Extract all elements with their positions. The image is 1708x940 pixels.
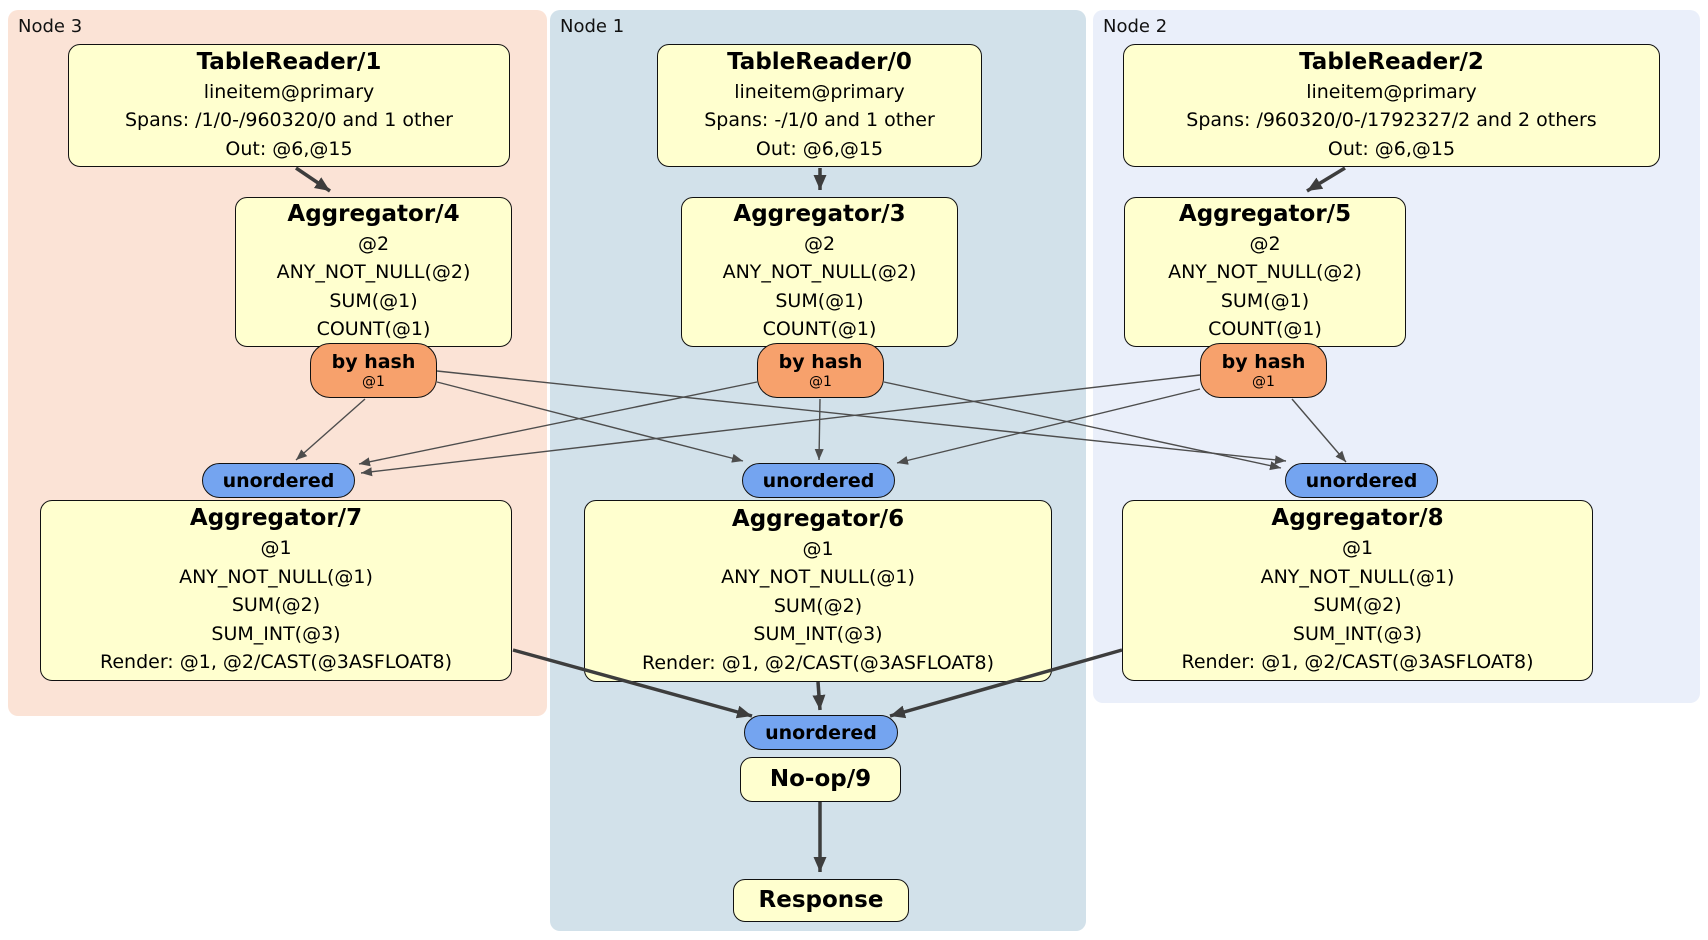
processor-title: Aggregator/7 [189,505,363,532]
processor-detail-line: Render: @1, @2/CAST(@3ASFLOAT8) [642,651,994,674]
stream-label: unordered [1305,469,1418,492]
processor-title: Aggregator/6 [731,505,905,532]
processor-title: No-op/9 [769,765,872,792]
processor-detail-line: SUM(@2) [231,594,321,617]
processor-detail-line: lineitem@primary [1306,80,1477,103]
processor-title: Aggregator/4 [287,201,460,228]
processor-detail-line: lineitem@primary [734,80,905,103]
processor-aggregator-8: Aggregator/8 @1 ANY_NOT_NULL(@1) SUM(@2)… [1122,500,1593,681]
processor-tablereader-1: TableReader/1 lineitem@primary Spans: /1… [68,44,510,167]
processor-detail-line: @2 [357,232,390,255]
stream-label: unordered [762,469,875,492]
stream-unordered-node3: unordered [202,463,355,498]
processor-aggregator-6: Aggregator/6 @1 ANY_NOT_NULL(@1) SUM(@2)… [584,500,1052,682]
processor-detail-line: Spans: /1/0-/960320/0 and 1 other [125,109,453,132]
processor-detail-line: COUNT(@1) [762,318,877,341]
processor-detail-line: ANY_NOT_NULL(@2) [1168,261,1362,284]
router-label: by hash [778,350,863,373]
processor-detail-line: ANY_NOT_NULL(@2) [722,261,917,284]
stream-label: unordered [222,469,335,492]
processor-detail-line: @1 [1341,537,1374,560]
processor-detail-line: ANY_NOT_NULL(@2) [276,261,471,284]
processor-detail-line: Spans: -/1/0 and 1 other [704,109,935,132]
processor-detail-line: SUM_INT(@3) [1292,622,1423,645]
processor-detail-line: SUM(@2) [773,594,863,617]
processor-detail-line: Out: @6,@15 [1327,137,1456,160]
processor-detail-line: SUM(@1) [329,289,418,312]
stream-unordered-final: unordered [744,715,898,750]
processor-aggregator-5: Aggregator/5 @2 ANY_NOT_NULL(@2) SUM(@1)… [1124,197,1406,347]
stream-unordered-node2: unordered [1285,463,1438,498]
processor-title: Response [758,886,884,913]
processor-title: Aggregator/8 [1271,505,1444,532]
processor-title: TableReader/1 [196,48,382,75]
processor-title: TableReader/2 [1299,48,1484,75]
processor-detail-line: ANY_NOT_NULL(@1) [179,565,373,588]
processor-detail-line: ANY_NOT_NULL(@1) [721,566,915,589]
processor-detail-line: SUM(@1) [775,289,864,312]
router-detail: @1 [362,373,385,390]
processor-detail-line: @2 [1249,232,1281,255]
processor-detail-line: @2 [803,232,836,255]
router-label: by hash [1221,350,1306,373]
processor-detail-line: lineitem@primary [203,80,375,103]
router-label: by hash [331,350,416,373]
node-panel-label: Node 3 [18,16,83,37]
processor-aggregator-7: Aggregator/7 @1 ANY_NOT_NULL(@1) SUM(@2)… [40,500,512,681]
processor-detail-line: Render: @1, @2/CAST(@3ASFLOAT8) [100,651,452,674]
stream-unordered-node1: unordered [742,463,895,498]
processor-detail-line: Render: @1, @2/CAST(@3ASFLOAT8) [1181,651,1534,674]
router-detail: @1 [809,373,832,390]
processor-detail-line: Out: @6,@15 [225,137,353,160]
processor-detail-line: COUNT(@1) [316,318,431,341]
node-panel-label: Node 2 [1103,16,1168,37]
processor-title: Aggregator/3 [733,201,906,228]
processor-title: Aggregator/5 [1178,201,1352,228]
processor-title: TableReader/0 [727,48,912,75]
node-panel-label: Node 1 [560,16,625,37]
stream-label: unordered [765,721,877,744]
processor-detail-line: Spans: /960320/0-/1792327/2 and 2 others [1186,109,1597,132]
processor-detail-line: COUNT(@1) [1208,318,1322,341]
router-by-hash-node2: by hash @1 [1200,343,1327,398]
processor-detail-line: SUM_INT(@3) [211,622,341,645]
processor-detail-line: SUM_INT(@3) [753,623,883,646]
router-detail: @1 [1252,373,1275,390]
router-by-hash-node3: by hash @1 [310,343,437,398]
processor-detail-line: Out: @6,@15 [755,137,884,160]
processor-detail-line: SUM(@2) [1313,594,1402,617]
processor-aggregator-4: Aggregator/4 @2 ANY_NOT_NULL(@2) SUM(@1)… [235,197,512,347]
processor-detail-line: @1 [260,537,292,560]
processor-tablereader-0: TableReader/0 lineitem@primary Spans: -/… [657,44,982,167]
processor-detail-line: ANY_NOT_NULL(@1) [1260,565,1455,588]
processor-response: Response [733,879,909,922]
processor-aggregator-3: Aggregator/3 @2 ANY_NOT_NULL(@2) SUM(@1)… [681,197,958,347]
processor-noop-9: No-op/9 [740,757,901,802]
processor-detail-line: @1 [802,537,834,560]
processor-detail-line: SUM(@1) [1220,289,1310,312]
router-by-hash-node1: by hash @1 [757,343,884,398]
processor-tablereader-2: TableReader/2 lineitem@primary Spans: /9… [1123,44,1660,167]
